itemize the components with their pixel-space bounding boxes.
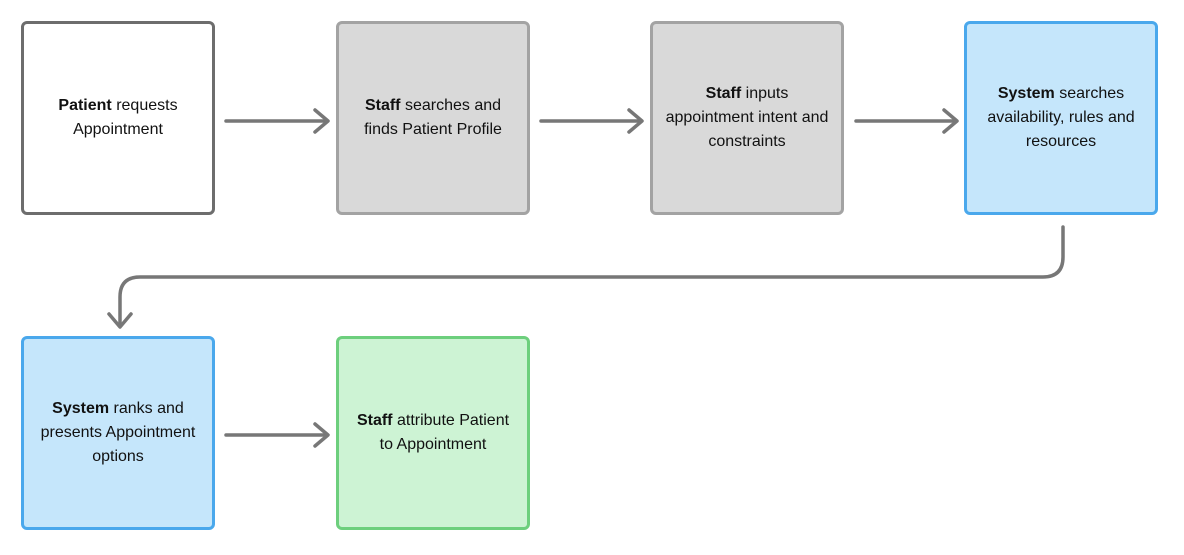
- step-description: inputs appointment intent and constraint…: [665, 85, 829, 150]
- step-label: Patient requests Appointment: [36, 94, 200, 142]
- step-label: Staff inputs appointment intent and cons…: [665, 82, 829, 154]
- step-actor: Staff: [364, 97, 401, 114]
- step-label: System ranks and presents Appointment op…: [36, 397, 200, 469]
- step-staff-attributes-patient: Staff attribute Patient to Appointment: [336, 336, 530, 530]
- arrow-n4-to-n5: [107, 225, 1065, 329]
- step-staff-finds-patient-profile: Staff searches and finds Patient Profile: [336, 21, 530, 215]
- step-system-searches-availability: System searches availability, rules and …: [964, 21, 1158, 215]
- step-description: requests Appointment: [73, 97, 178, 138]
- step-description: searches availability, rules and resourc…: [987, 85, 1135, 150]
- step-system-ranks-options: System ranks and presents Appointment op…: [21, 336, 215, 530]
- step-actor: Staff: [356, 412, 393, 429]
- step-description: attribute Patient to Appointment: [379, 412, 510, 453]
- step-actor: Staff: [705, 85, 742, 102]
- step-description: ranks and presents Appointment options: [40, 400, 196, 465]
- arrow-n5-to-n6: [224, 422, 330, 448]
- step-staff-inputs-intent: Staff inputs appointment intent and cons…: [650, 21, 844, 215]
- arrow-n3-to-n4: [854, 108, 959, 134]
- step-actor: Patient: [58, 97, 112, 114]
- arrow-n1-to-n2: [224, 108, 330, 134]
- arrow-n2-to-n3: [539, 108, 644, 134]
- step-patient-requests-appointment: Patient requests Appointment: [21, 21, 215, 215]
- step-actor: System: [52, 400, 110, 417]
- step-description: searches and finds Patient Profile: [364, 97, 502, 138]
- step-label: Staff searches and finds Patient Profile: [351, 94, 515, 142]
- step-actor: System: [997, 85, 1055, 102]
- step-label: System searches availability, rules and …: [979, 82, 1143, 154]
- step-label: Staff attribute Patient to Appointment: [351, 409, 515, 457]
